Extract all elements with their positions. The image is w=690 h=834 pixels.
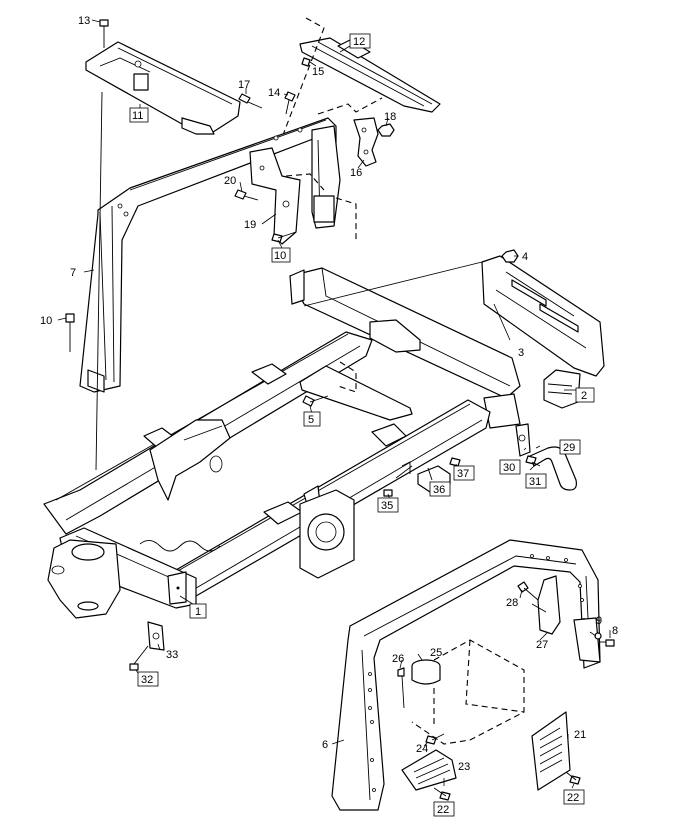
callout-22-left: 22 [437, 804, 449, 816]
callout-11: 11 [132, 110, 143, 122]
callout-12: 12 [353, 36, 365, 48]
callout-9: 9 [596, 615, 602, 627]
callout-33: 33 [166, 649, 178, 661]
callout-27: 27 [536, 639, 548, 651]
dashed-link-a [265, 17, 325, 149]
callout-24: 24 [416, 743, 428, 755]
callout-15: 15 [312, 66, 324, 78]
upper-frame-part-7 [79, 117, 341, 393]
pad-part-2 [543, 369, 581, 409]
callout-2: 2 [581, 390, 587, 402]
callout-28: 28 [506, 597, 518, 609]
leaders [57, 19, 611, 789]
callout-4: 4 [522, 251, 528, 263]
fasteners [65, 19, 615, 801]
callout-19: 19 [244, 219, 256, 231]
callout-14: 14 [268, 87, 280, 99]
callout-6: 6 [322, 739, 328, 751]
main-frame-part-1 [43, 267, 521, 619]
housing-part-25 [411, 639, 525, 745]
callout-30: 30 [503, 462, 515, 474]
tab-part-33 [147, 621, 165, 651]
bracket-part-35 [401, 461, 411, 474]
callout-20: 20 [224, 175, 236, 187]
grille-part-21 [531, 711, 571, 791]
grille-part-23 [401, 749, 457, 791]
guard-part-3 [481, 255, 605, 377]
callout-35: 35 [381, 500, 393, 512]
callout-26: 26 [392, 653, 404, 665]
callout-8: 8 [612, 625, 618, 637]
callout-23: 23 [458, 761, 470, 773]
dashed-link-b [317, 97, 383, 115]
callout-32: 32 [141, 674, 153, 686]
callout-1: 1 [195, 606, 201, 618]
dashed-link-d [335, 197, 357, 240]
callout-labels: 13 11 17 14 15 12 18 16 20 19 10 7 10 4 … [40, 15, 618, 817]
callout-3: 3 [518, 347, 524, 359]
dashed-link-c [285, 173, 325, 191]
bracket-part-30 [515, 423, 531, 457]
callout-5: 5 [308, 414, 314, 426]
front-frame-part-6 [331, 539, 601, 811]
callout-10-left: 10 [40, 315, 52, 327]
guide-line-2 [303, 261, 483, 307]
callout-37: 37 [457, 468, 469, 480]
rail-bracket-part-12 [299, 37, 441, 113]
callout-17: 17 [238, 79, 250, 91]
bracket-part-16 [353, 117, 379, 167]
callout-22-right: 22 [567, 792, 579, 804]
seat-bracket-part-11 [85, 41, 241, 135]
callout-16: 16 [350, 167, 362, 179]
callout-25: 25 [430, 647, 442, 659]
guide-line [95, 91, 103, 471]
callout-21: 21 [574, 729, 586, 741]
connector-35 [395, 465, 413, 479]
callout-10-upper: 10 [274, 250, 286, 262]
plate-part-5 [299, 365, 413, 421]
callout-13: 13 [78, 15, 90, 27]
callout-31: 31 [529, 476, 541, 488]
callout-7: 7 [70, 267, 76, 279]
bracket-part-19 [249, 147, 301, 245]
callout-36: 36 [433, 484, 445, 496]
bracket-part-27 [531, 575, 561, 635]
callout-18: 18 [384, 111, 396, 123]
callout-29: 29 [563, 442, 575, 454]
